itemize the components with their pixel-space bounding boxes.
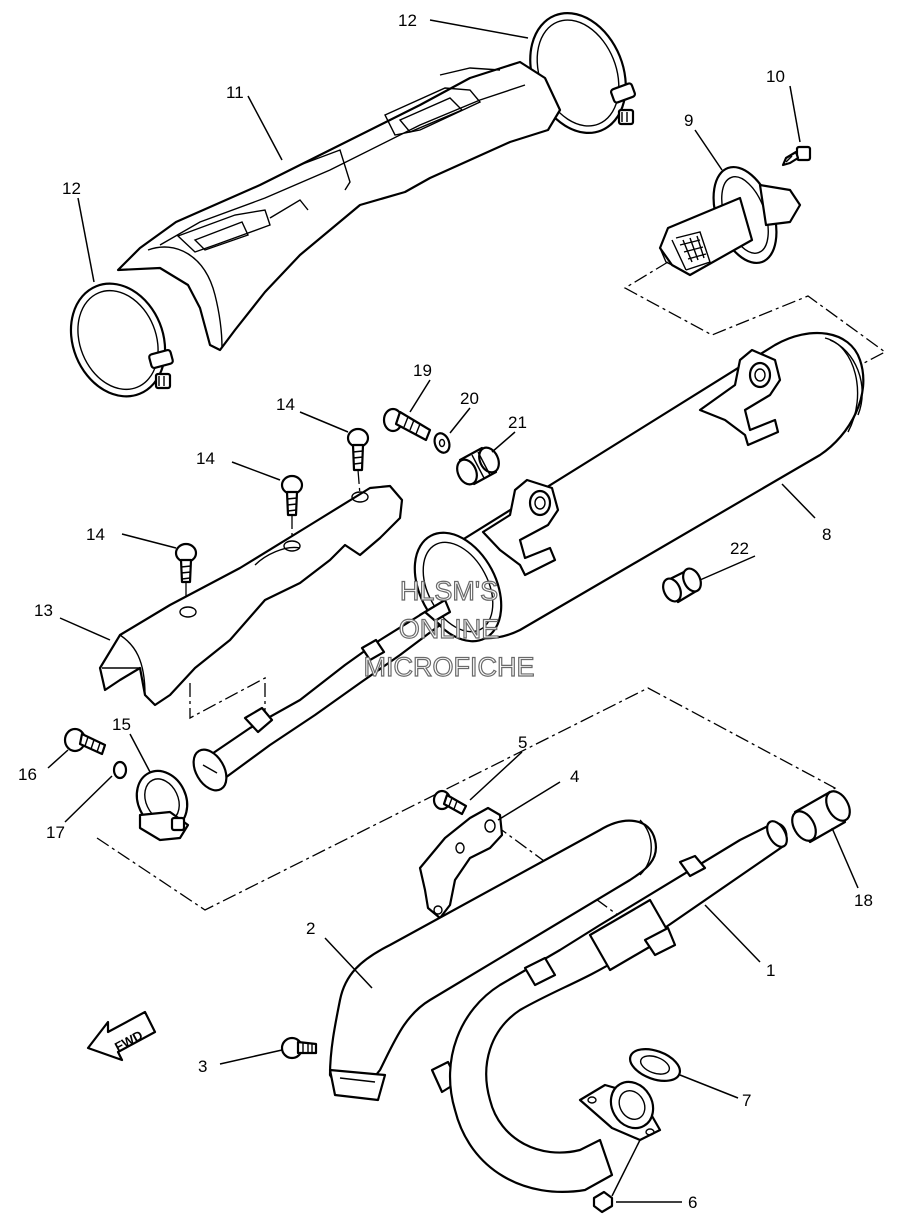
part-14-bolt-middle (280, 474, 304, 517)
part-21-grommet (456, 446, 500, 486)
part-3-bolt (280, 1036, 318, 1060)
callout-22: 22 (730, 539, 749, 558)
callout-14-top: 14 (276, 395, 295, 414)
part-15-clamp (135, 769, 190, 842)
callout-17: 17 (46, 823, 65, 842)
part-11-muffler-guard (116, 60, 562, 352)
part-17-washer (112, 760, 128, 780)
part-14-bolt-upper (346, 427, 370, 472)
callout-9: 9 (684, 111, 693, 130)
callout-11: 11 (226, 83, 244, 102)
callout-12-top: 12 (398, 11, 417, 30)
callout-20: 20 (460, 389, 479, 408)
part-14-bolt-lower (174, 542, 198, 584)
part-19-bolt (382, 407, 432, 442)
exhaust-flange (578, 1080, 662, 1142)
callout-18: 18 (854, 891, 873, 910)
part-2-exhaust-pipe (328, 819, 658, 1102)
callout-21: 21 (508, 413, 527, 432)
watermark-line-1: HLSM'S (400, 576, 498, 606)
watermark-line-3: MICROFICHE (364, 652, 535, 682)
part-12-lower-clamp (69, 282, 174, 398)
part-10-screw (781, 145, 812, 167)
callout-8: 8 (822, 525, 831, 544)
callout-19: 19 (413, 361, 432, 380)
part-8-muffler (413, 331, 865, 643)
part-16-bolt (63, 727, 107, 756)
callout-15: 15 (112, 715, 131, 734)
callout-6: 6 (688, 1193, 697, 1212)
callout-14-middle: 14 (196, 449, 215, 468)
part-13-heat-shield (98, 484, 404, 707)
callout-5: 5 (518, 733, 527, 752)
part-4-bracket (418, 806, 504, 920)
part-7-gasket (629, 1048, 681, 1082)
callout-4: 4 (570, 767, 579, 786)
part-20-washer (433, 432, 451, 454)
callout-12-left: 12 (62, 179, 81, 198)
callout-1: 1 (766, 961, 775, 980)
callout-7: 7 (742, 1091, 751, 1110)
leader-lines (47, 19, 859, 1203)
part-9-spark-arrester (658, 165, 802, 277)
callout-13: 13 (34, 601, 53, 620)
part-1-header-pipe (448, 820, 788, 1193)
callout-10: 10 (766, 67, 785, 86)
muffler-inlet-pipe (192, 610, 442, 792)
part-22-collar (662, 567, 702, 604)
callout-labels: 12 11 12 10 9 19 20 21 14 14 14 13 8 22 … (18, 11, 873, 1212)
watermark: HLSM'S ONLINE MICROFICHE (363, 575, 535, 682)
part-18-sleeve (791, 790, 851, 844)
callout-16: 16 (18, 765, 37, 784)
callout-14-bottom: 14 (86, 525, 105, 544)
part-5-bolt (432, 789, 468, 816)
watermark-line-2: ONLINE (399, 614, 500, 644)
callout-2: 2 (306, 919, 315, 938)
callout-3: 3 (198, 1057, 207, 1076)
forward-direction-arrow: FWD (86, 1010, 157, 1062)
part-6-nut (592, 1190, 614, 1214)
